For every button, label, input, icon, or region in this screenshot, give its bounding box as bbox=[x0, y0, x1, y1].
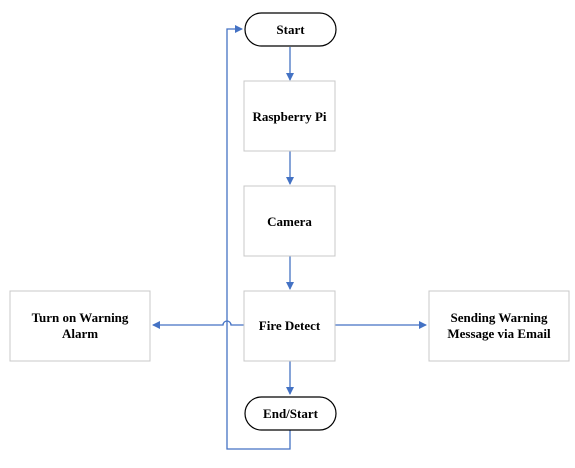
end-start-terminal-shape bbox=[244, 396, 337, 431]
node-raspberry-pi: Raspberry Pi bbox=[243, 80, 336, 152]
raspberry-pi-label: Raspberry Pi bbox=[252, 109, 326, 124]
warning-alarm-box bbox=[9, 290, 151, 362]
fire-detect-label: Fire Detect bbox=[259, 318, 321, 333]
email-label-line1: Sending Warning bbox=[451, 310, 548, 325]
warning-alarm-label-line1: Turn on Warning bbox=[32, 310, 129, 325]
warning-alarm-label-line2: Alarm bbox=[62, 326, 98, 341]
email-box bbox=[428, 290, 570, 362]
connector-fire-detect-to-warning-alarm bbox=[152, 320, 244, 329]
camera-label: Camera bbox=[267, 214, 312, 229]
start-terminal-shape bbox=[244, 12, 337, 47]
fire-detect-box bbox=[243, 290, 336, 362]
connector-loop-back-to-start bbox=[226, 25, 291, 450]
node-end-start: End/Start bbox=[244, 396, 337, 431]
email-label-line2: Message via Email bbox=[447, 326, 551, 341]
raspberry-pi-box bbox=[243, 80, 336, 152]
node-camera: Camera bbox=[243, 185, 336, 257]
end-start-label: End/Start bbox=[263, 406, 319, 421]
camera-box bbox=[243, 185, 336, 257]
node-warning-alarm: Turn on Warning Alarm bbox=[9, 290, 151, 362]
node-fire-detect: Fire Detect bbox=[243, 290, 336, 362]
node-start: Start bbox=[244, 12, 337, 47]
start-label: Start bbox=[276, 22, 305, 37]
node-email: Sending Warning Message via Email bbox=[428, 290, 570, 362]
connectors bbox=[152, 25, 427, 450]
